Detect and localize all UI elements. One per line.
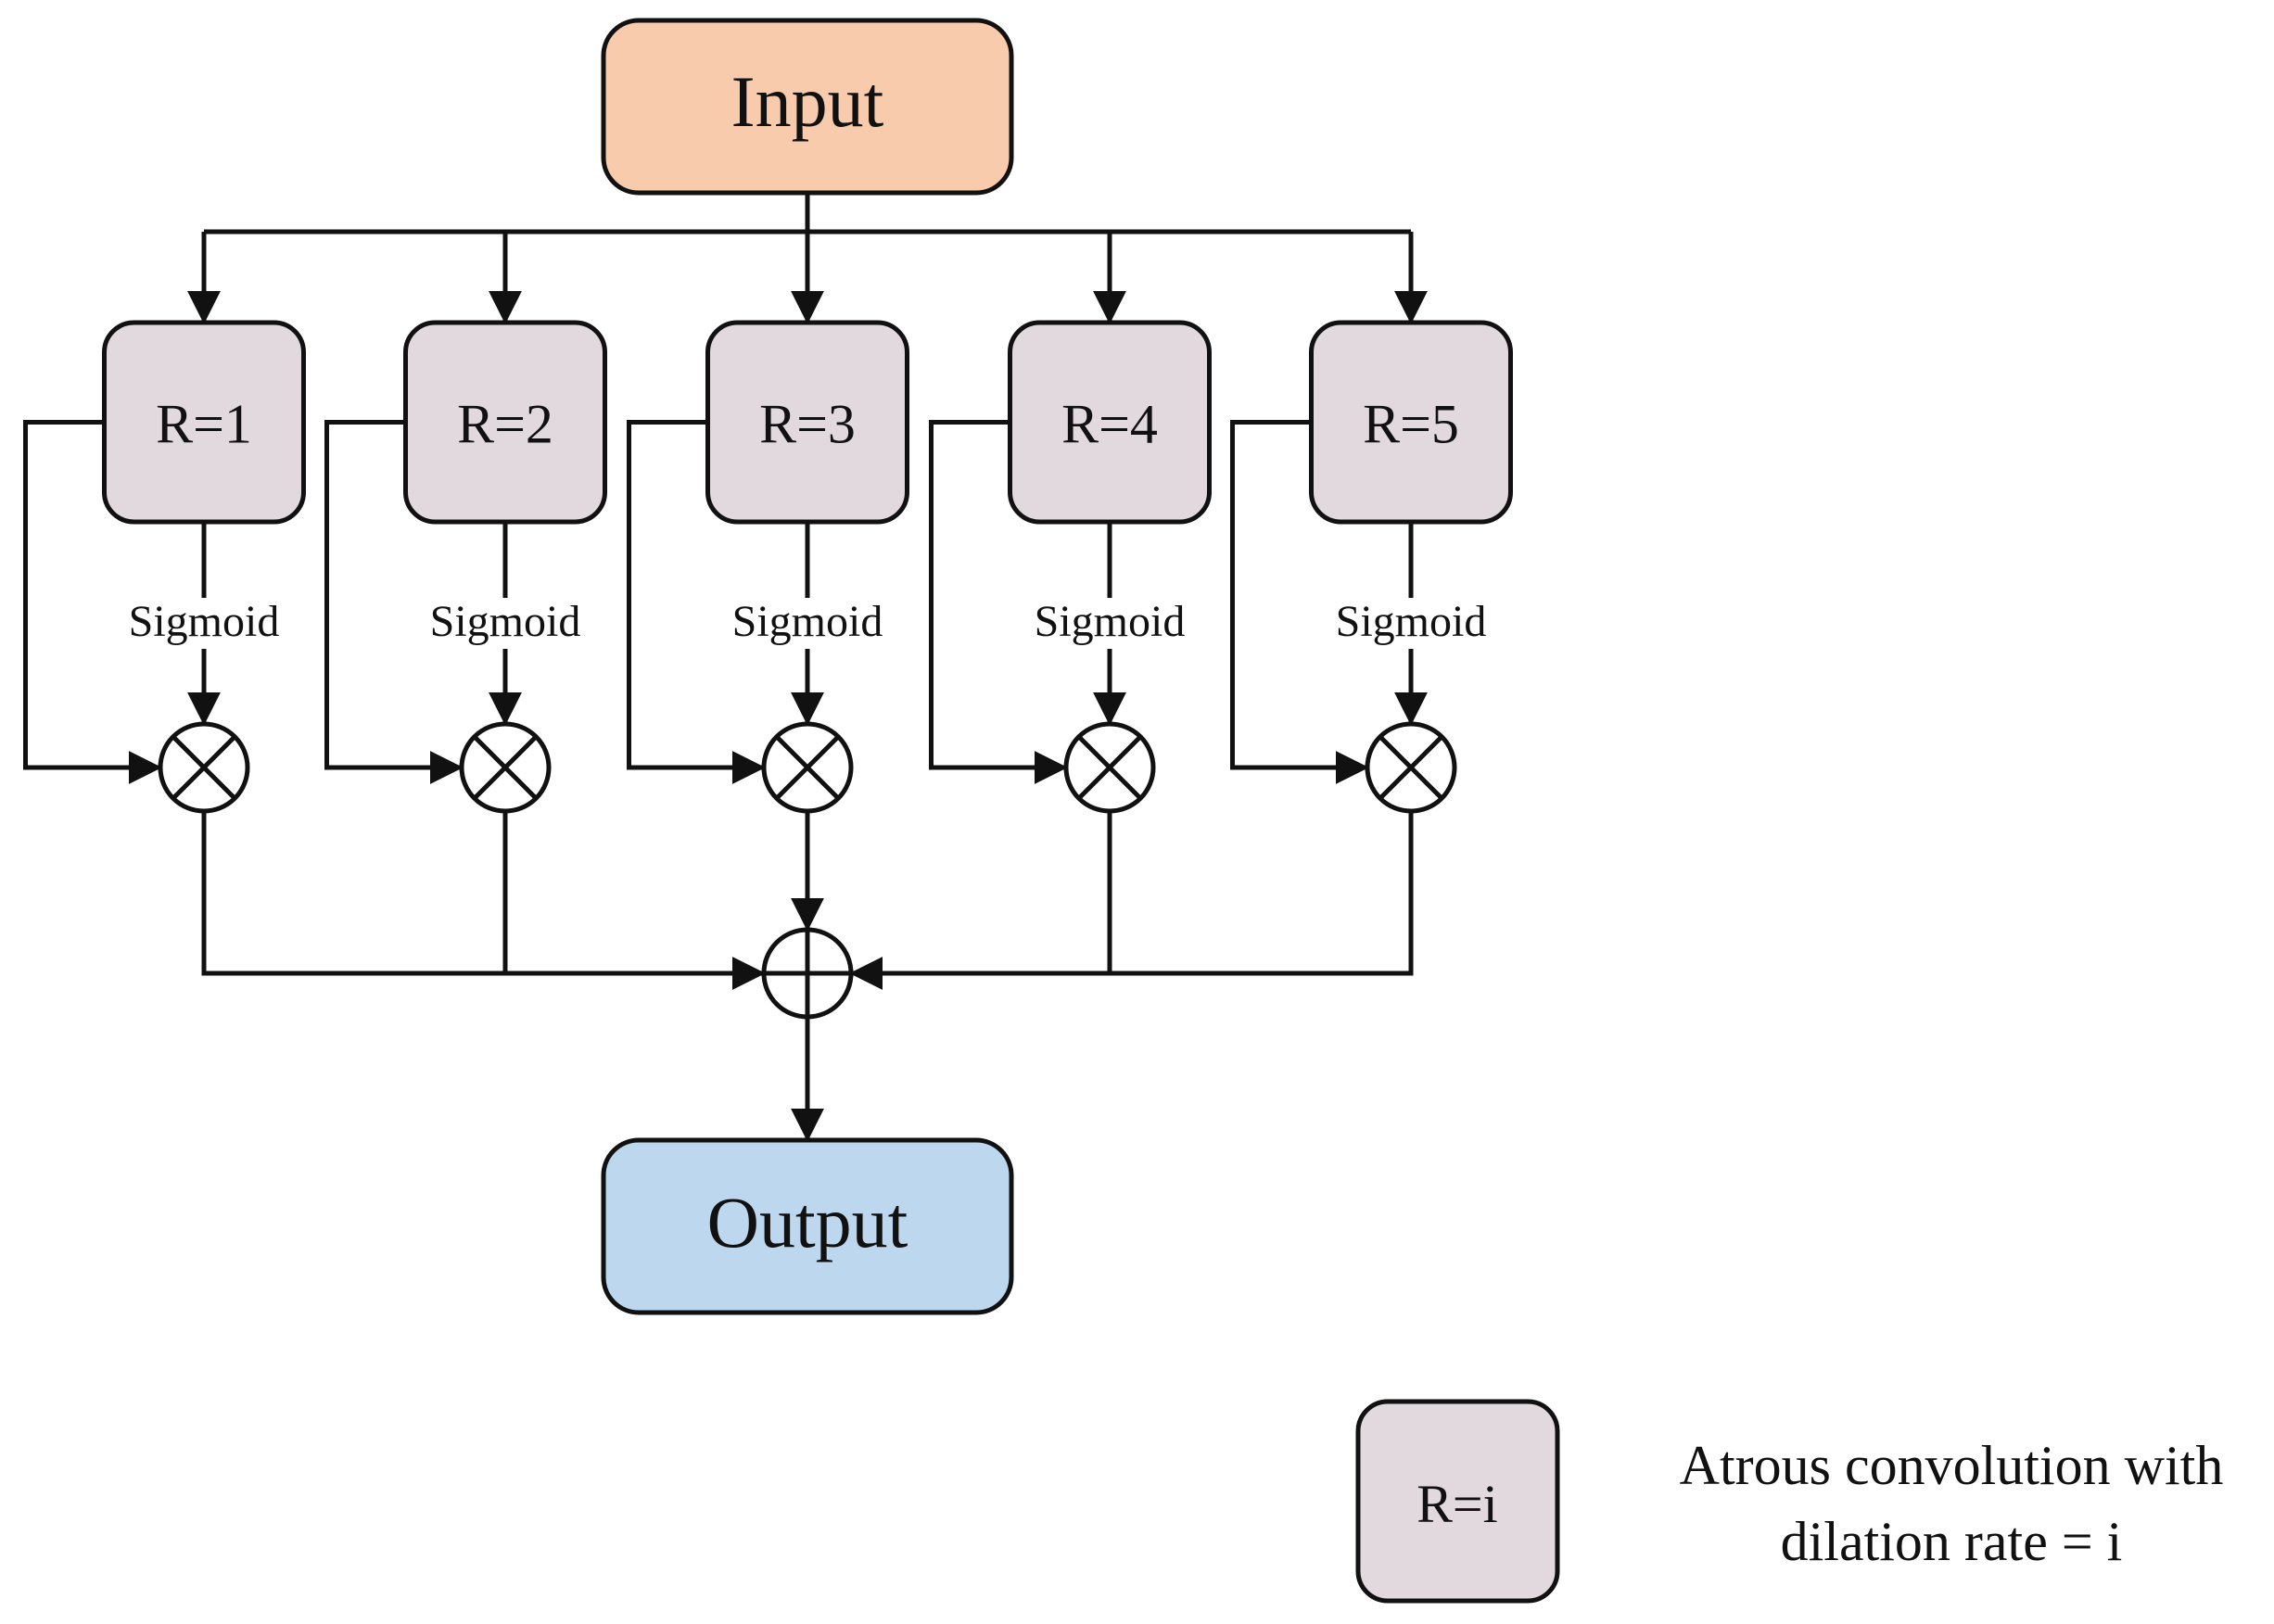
multiply-node-5	[1365, 721, 1457, 814]
legend-description-line1: Atrous convolution with	[1679, 1435, 2224, 1496]
output-node: Output	[601, 1137, 1014, 1315]
multiply-cross-stroke-1-2	[171, 734, 237, 801]
multiply-node-1	[158, 721, 250, 814]
skip-connection-arrow-3	[627, 420, 766, 784]
branch-rate-label-5: R=5	[1363, 394, 1459, 455]
input-box	[601, 18, 1014, 196]
multiply-cross-stroke-5-2	[1378, 734, 1444, 801]
multiply-cross-stroke-2-2	[472, 734, 539, 801]
legend-symbol: R=i	[1355, 1399, 1560, 1604]
sigmoid-label-4: Sigmoid	[1035, 597, 1186, 646]
branch-rate-label-4: R=4	[1061, 394, 1158, 455]
output-label: Output	[707, 1182, 908, 1262]
branch-box-3	[705, 320, 909, 525]
branch-box-2	[403, 320, 607, 525]
branch-box-4	[1008, 320, 1212, 525]
multiply-node-4	[1063, 721, 1156, 814]
multiply-cross-stroke-4-2	[1076, 734, 1143, 801]
sigmoid-label-2: Sigmoid	[430, 597, 581, 646]
branch-box-5	[1309, 320, 1513, 525]
multiply-node-2	[459, 721, 552, 814]
input-node: Input	[601, 18, 1014, 196]
multiply-to-sum-arrow-5	[851, 811, 1414, 976]
skip-connection-arrow-5	[1230, 420, 1369, 784]
legend-box	[1355, 1399, 1560, 1604]
branch-rate-label-2: R=2	[457, 394, 553, 455]
output-box	[601, 1137, 1014, 1315]
legend-description: Atrous convolution with dilation rate = …	[1632, 1427, 2271, 1580]
skip-connection-arrow-1	[23, 420, 162, 784]
sigmoid-label-1: Sigmoid	[129, 597, 280, 646]
skip-connection-arrow-4	[929, 420, 1068, 784]
multiply-to-sum-arrow-4	[849, 811, 1112, 990]
multiply-to-sum-arrow-2	[502, 811, 766, 990]
sum-node	[761, 927, 854, 1020]
input-label: Input	[731, 61, 884, 142]
multiply-node-3	[761, 721, 854, 814]
branch-box-1	[102, 320, 306, 525]
connector-lines	[23, 193, 1428, 1142]
multiply-to-sum-arrow-1	[201, 811, 764, 976]
branch-rate-label-3: R=3	[759, 394, 856, 455]
legend-box-label: R=i	[1416, 1474, 1498, 1534]
skip-connection-arrow-2	[324, 420, 464, 784]
branch-rate-label-1: R=1	[156, 394, 252, 455]
legend-description-line2: dilation rate = i	[1780, 1511, 2123, 1572]
sigmoid-label-5: Sigmoid	[1336, 597, 1487, 646]
sigmoid-label-3: Sigmoid	[732, 597, 883, 646]
multiply-cross-stroke-3-2	[774, 734, 841, 801]
